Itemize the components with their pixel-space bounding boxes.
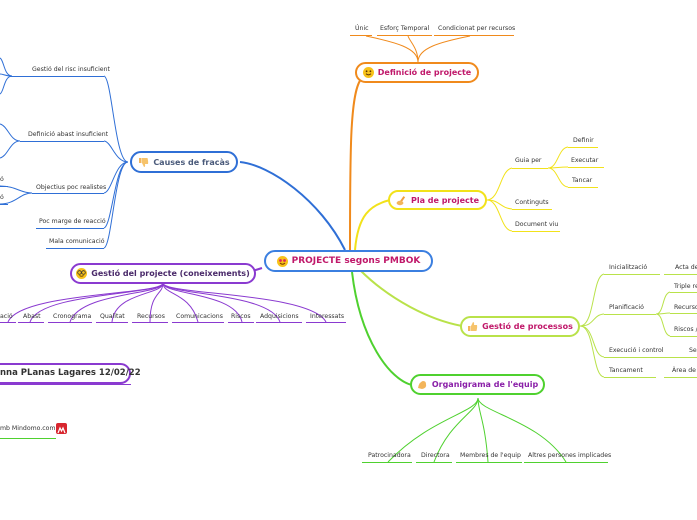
causes-partial-child[interactable]: ó [0,176,4,183]
causes-label: Causes de fracàs [153,157,230,167]
coneixements-node[interactable]: Gestió del projecte (coneixements) [70,263,256,284]
coneixements-child[interactable]: Qualitat [100,313,125,320]
processos-group[interactable]: Inicialització [609,264,648,271]
causes-node[interactable]: Causes de fracàs [130,151,238,173]
processos-group-child[interactable]: Triple re [674,283,697,290]
author-node[interactable] [0,363,131,384]
processos-node[interactable]: Gestió de processos [460,316,580,337]
root-node[interactable]: PROJECTE segons PMBOK [264,250,433,272]
organigrama-child[interactable]: Altres persones implicades [528,452,612,459]
coneixements-child[interactable]: ació [0,313,13,320]
pla-child[interactable]: Continguts [515,199,549,206]
processos-group[interactable]: Planificació [609,304,644,311]
coneixements-child[interactable]: Recursos [137,313,165,320]
processos-group-child[interactable]: Riscos / [674,326,697,333]
nerd-face-icon [76,268,88,279]
coneixements-label: Gestió del projecte (coneixements) [91,269,250,278]
causes-child[interactable]: Mala comunicació [49,238,105,245]
writing-hand-icon [396,195,407,206]
processos-group-child[interactable]: Se [689,347,697,354]
pla-child[interactable]: Document viu [515,221,559,228]
pla-guia-child[interactable]: Executar [571,157,599,164]
coneixements-child[interactable]: Riscos [231,313,251,320]
definicio-child[interactable]: Esforç Temporal [380,25,430,32]
organigrama-child[interactable]: Membres de l'equip [460,452,521,459]
coneixements-child[interactable]: Adquisicions [260,313,299,320]
author-label: nna PLanas Lagares 12/02/22 [0,368,141,378]
pla-label: Pla de projecte [410,195,480,205]
mindomo-logo-icon[interactable] [56,423,67,434]
star-struck-face-icon [276,255,288,267]
coneixements-child[interactable]: Interessats [310,313,345,320]
thumbs-up-icon [467,321,478,332]
causes-child[interactable]: Poc marge de reacció [39,218,106,225]
organigrama-label: Organigrama de l'equip [431,380,539,389]
causes-child[interactable]: Gestió del risc insuficient [32,66,110,73]
organigrama-child[interactable]: Directora [421,452,450,459]
coneixements-child[interactable]: Comunicacions [176,313,223,320]
coneixements-child[interactable]: Abast [23,313,41,320]
processos-group-child[interactable]: Recursos [674,304,697,311]
processos-label: Gestió de processos [482,322,573,331]
causes-child[interactable]: Objectius poc realistes [36,184,107,191]
causes-partial-child[interactable]: ó [0,194,4,201]
footer-label[interactable]: mb Mindomo.com [0,425,56,432]
root-label: PROJECTE segons PMBOK [291,256,421,266]
processos-group-child[interactable]: Àrea de [672,367,696,374]
causes-child[interactable]: Definició abast insuficient [28,131,109,138]
definicio-child[interactable]: Condicionat per recursos [438,25,516,32]
coneixements-child[interactable]: Cronograma [53,313,92,320]
processos-group[interactable]: Tancament [609,367,643,374]
definicio-child[interactable]: Únic [355,25,369,32]
processos-group-child[interactable]: Acta de [675,264,697,271]
definicio-label: Definició de projecte [377,68,472,77]
flexed-biceps-icon [417,379,428,390]
smiling-face-icon [362,67,374,78]
organigrama-node[interactable]: Organigrama de l'equip [410,374,545,395]
thumbs-down-icon [138,157,149,168]
pla-guia-child[interactable]: Definir [573,137,594,144]
pla-guia[interactable]: Guia per [515,157,542,164]
definicio-node[interactable]: Definició de projecte [355,62,479,83]
organigrama-child[interactable]: Patrocinadora [368,452,411,459]
pla-guia-child[interactable]: Tancar [572,177,593,184]
processos-group[interactable]: Execució i control [609,347,664,354]
pla-node[interactable]: Pla de projecte [388,190,487,210]
